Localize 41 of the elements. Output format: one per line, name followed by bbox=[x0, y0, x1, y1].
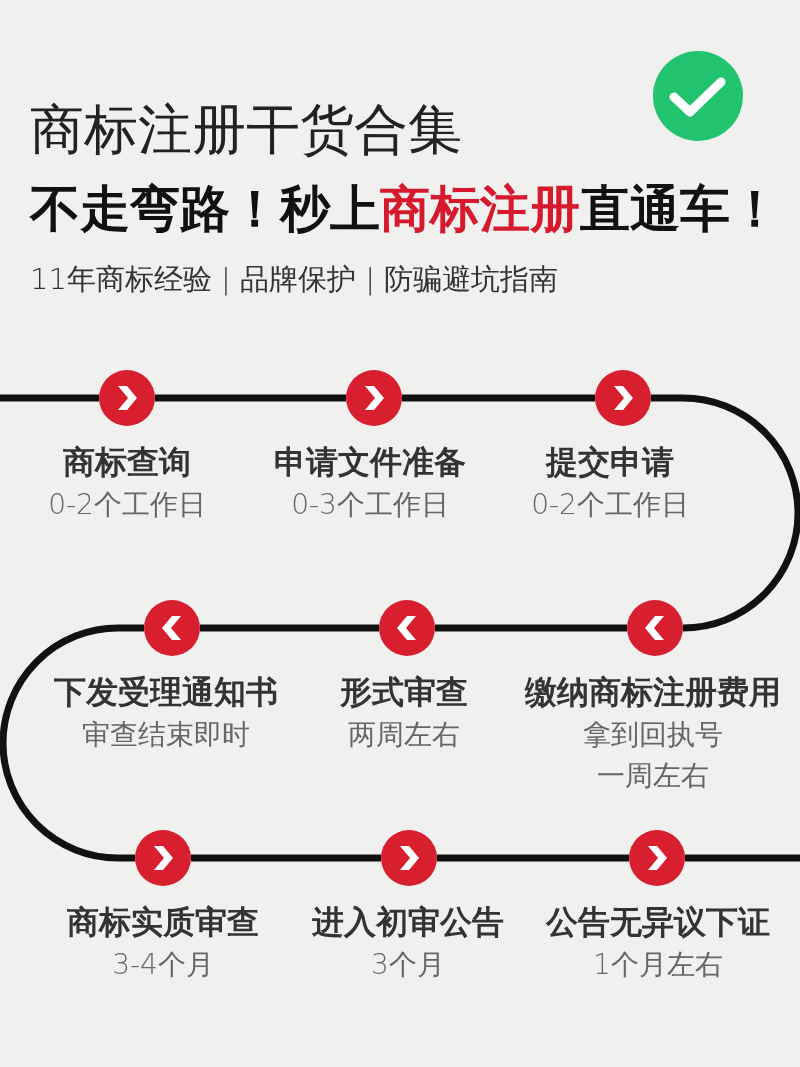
step-duration: 0-2个工作日 bbox=[531, 488, 689, 522]
track-line bbox=[155, 394, 346, 402]
page-title: 商标注册干货合集 bbox=[30, 97, 462, 163]
step-title: 形式审查 bbox=[340, 672, 468, 712]
step-title: 缴纳商标注册费用 bbox=[525, 672, 781, 712]
tagline: 11年商标经验 | 品牌保护 | 防骗避坑指南 bbox=[30, 261, 559, 297]
chevron-icon bbox=[629, 830, 685, 886]
step-title: 商标实质审查 bbox=[67, 902, 259, 942]
step-title: 进入初审公告 bbox=[312, 902, 504, 942]
step-title: 申请文件准备 bbox=[274, 442, 466, 482]
track-line bbox=[685, 854, 800, 862]
track-line bbox=[191, 854, 381, 862]
step-duration: 3-4个月 bbox=[112, 948, 214, 982]
chevron-icon bbox=[381, 830, 437, 886]
step-title: 提交申请 bbox=[546, 442, 674, 482]
chevron-icon bbox=[595, 370, 651, 426]
step-duration: 1个月左右 bbox=[593, 948, 723, 982]
track-line bbox=[402, 394, 595, 402]
step-duration: 两周左右 bbox=[348, 718, 460, 752]
step-duration: 审查结束即时 bbox=[82, 718, 250, 752]
chevron-icon bbox=[144, 600, 200, 656]
step-title: 商标查询 bbox=[63, 442, 191, 482]
chevron-icon bbox=[346, 370, 402, 426]
step-duration: 一周左右 bbox=[597, 759, 709, 793]
track-line bbox=[200, 624, 379, 632]
track-line bbox=[0, 394, 99, 402]
track-line bbox=[0, 624, 144, 862]
track-line bbox=[437, 854, 629, 862]
step-duration: 3个月 bbox=[371, 948, 445, 982]
track-line bbox=[651, 394, 800, 632]
slogan-heading: 不走弯路！秒上商标注册直通车！ bbox=[30, 179, 780, 239]
chevron-icon bbox=[379, 600, 435, 656]
step-duration: 拿到回执号 bbox=[583, 718, 723, 752]
chevron-icon bbox=[99, 370, 155, 426]
step-duration: 0-3个工作日 bbox=[291, 488, 449, 522]
step-duration: 0-2个工作日 bbox=[48, 488, 206, 522]
chevron-icon bbox=[135, 830, 191, 886]
track-line bbox=[435, 624, 627, 632]
chevron-icon bbox=[627, 600, 683, 656]
step-title: 公告无异议下证 bbox=[546, 902, 770, 942]
step-title: 下发受理通知书 bbox=[54, 672, 278, 712]
